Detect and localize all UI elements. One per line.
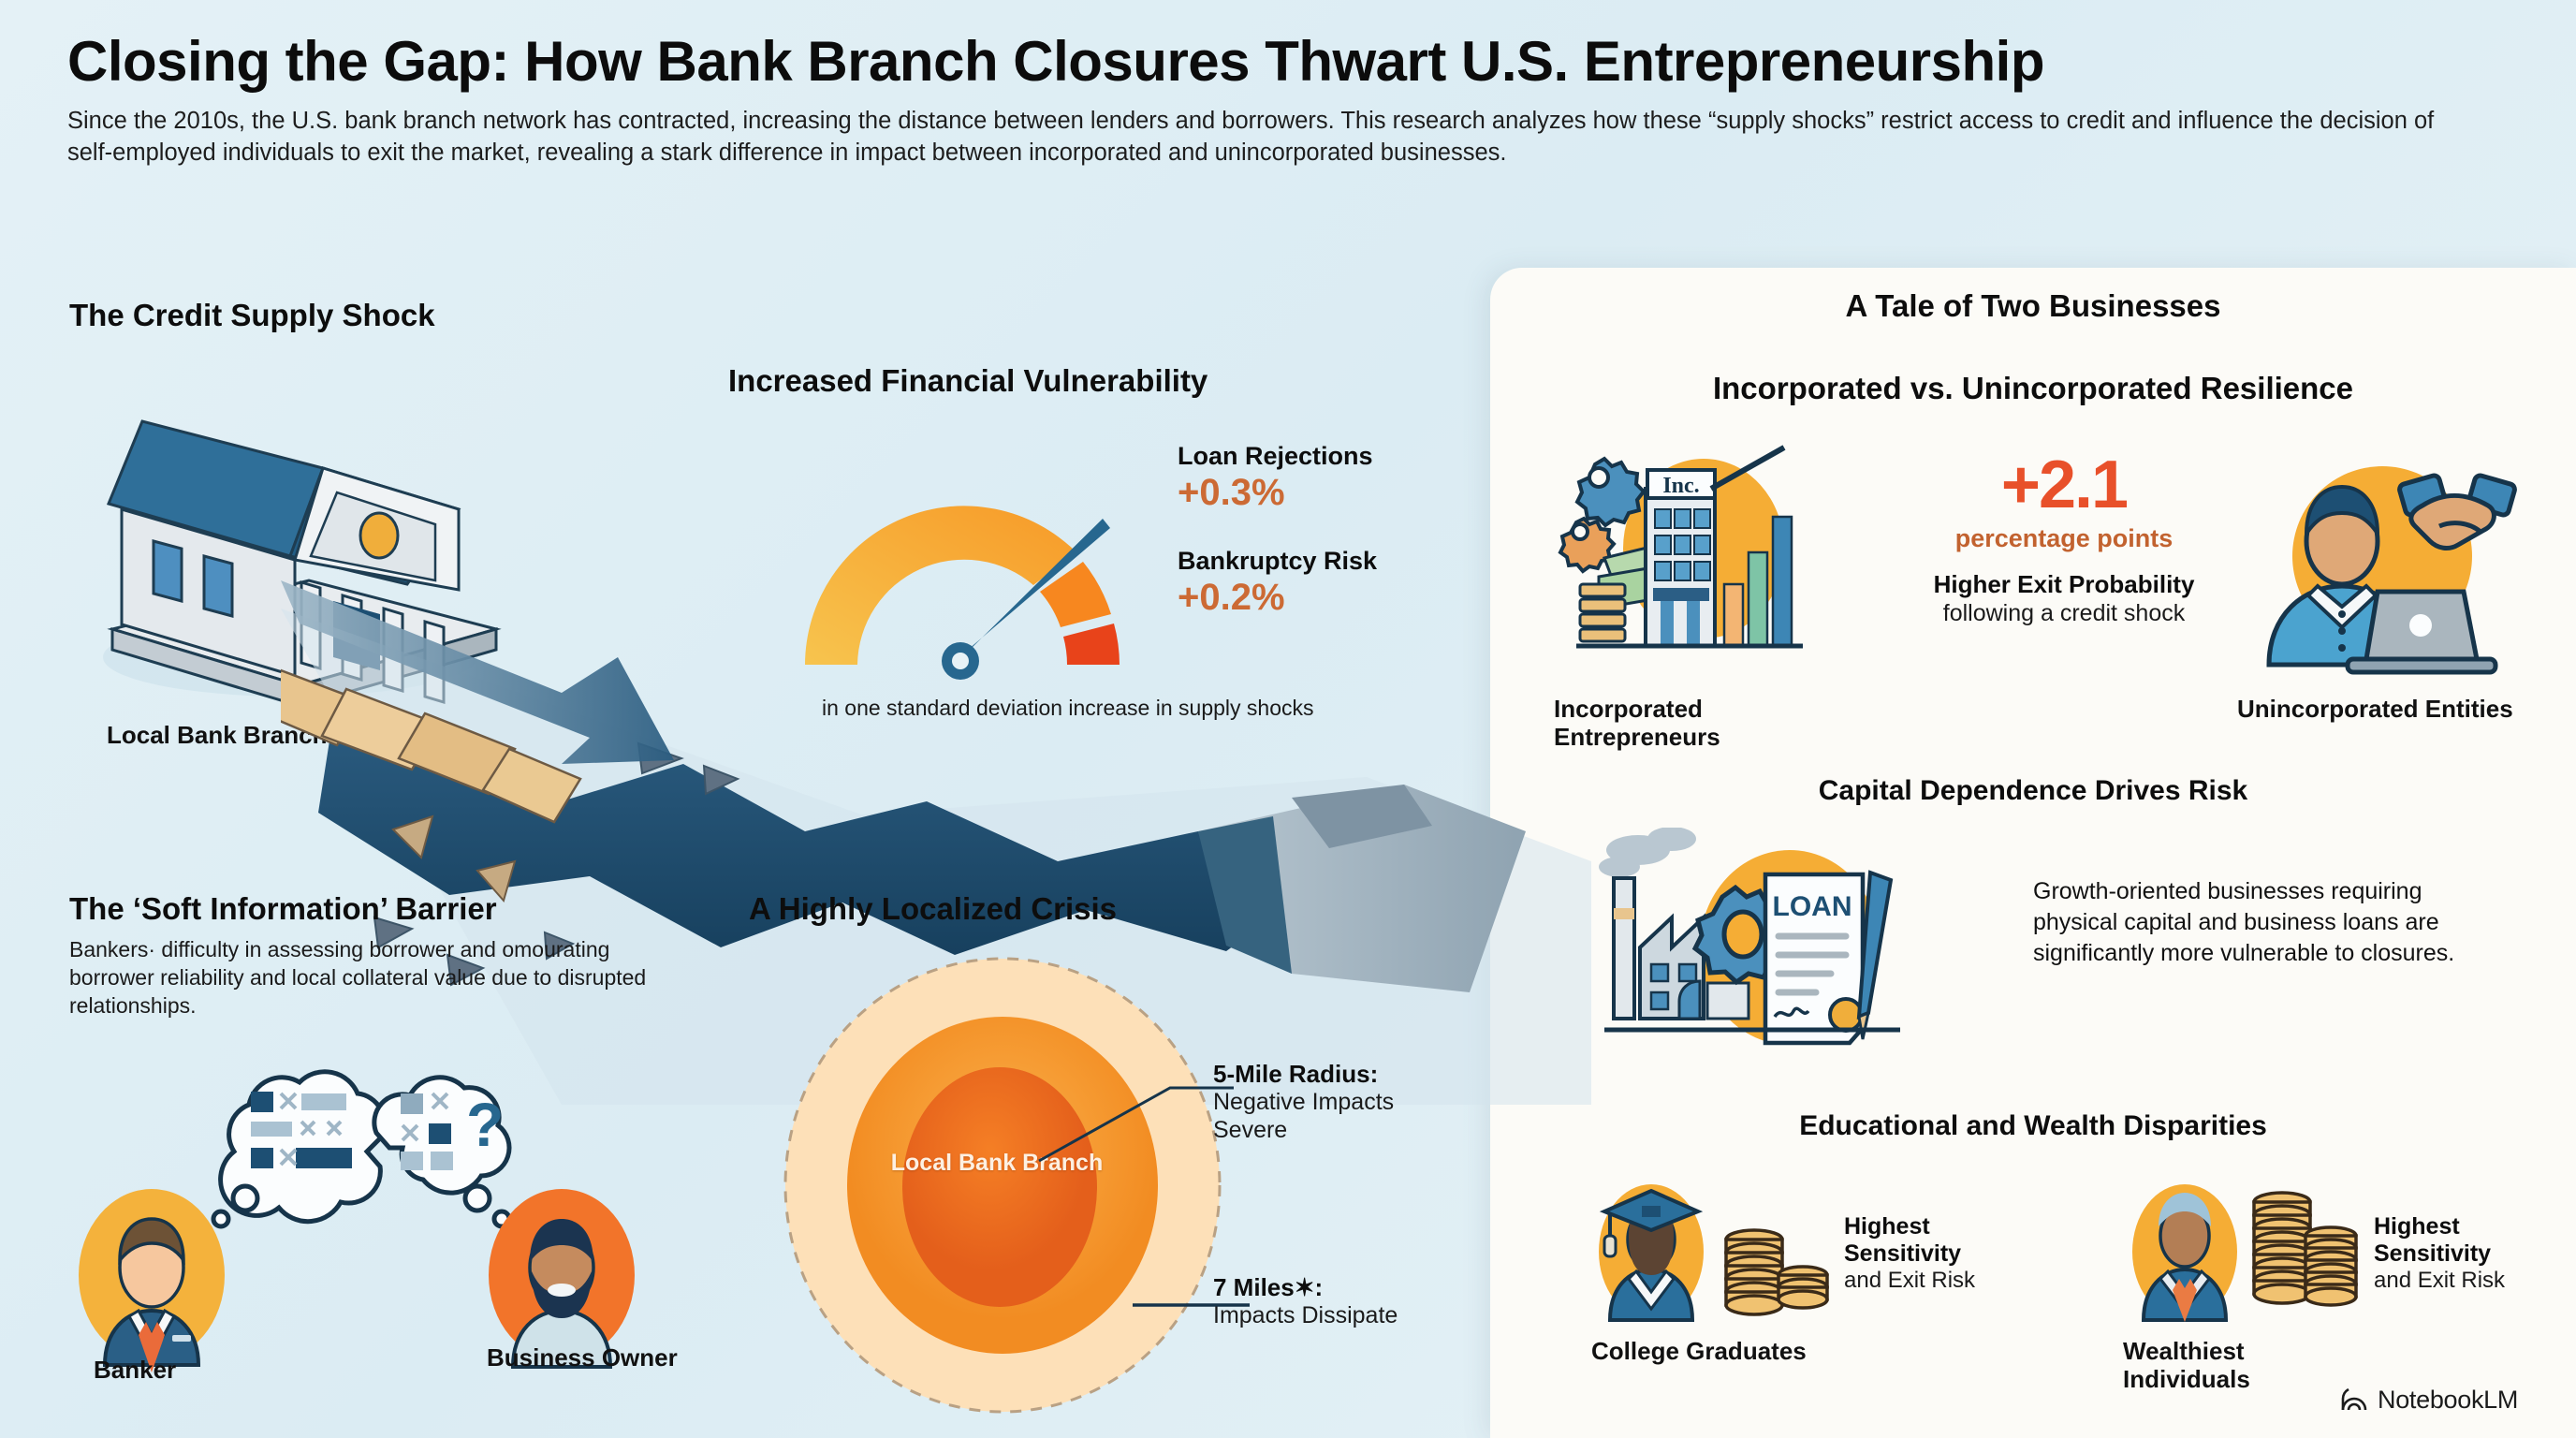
section-heading-tale-of-two-businesses: A Tale of Two Businesses [1845,288,2221,323]
label-wealthiest-individuals: Wealthiest Individuals [2123,1337,2250,1394]
label-banker: Banker [94,1356,177,1384]
wealthiest-individual-avatar-icon [2132,1184,2237,1322]
stat-bankruptcy-risk-value: +0.2% [1178,577,1285,618]
stat-bankruptcy-risk-label: Bankruptcy Risk [1178,547,1378,575]
notebooklm-watermark: NotebookLM [2340,1386,2518,1415]
notebooklm-watermark-text: NotebookLM [2378,1386,2519,1414]
bank-building-icon [103,419,502,709]
graduate-risk-note: Highest Sensitivity and Exit Risk [1844,1213,2031,1293]
soft-information-body: Bankers· difficulty in assessing borrowe… [69,937,647,1018]
section-heading-capital-dependence: Capital Dependence Drives Risk [1818,775,2248,806]
svg-text:?: ? [466,1090,504,1159]
incorporated-business-icon: Inc. [1558,445,1803,649]
callout-leader-lines [1038,1086,1250,1307]
exit-probability-stat: +2.1 percentage points Higher Exit Proba… [1910,451,2218,627]
callout-7-miles-body: Impacts Dissipate [1213,1302,1398,1328]
callout-7-miles-title: 7 Miles✶: [1213,1273,1324,1301]
callout-5-mile-radius: 5-Mile Radius: Negative Impacts Severe [1213,1060,1466,1144]
stat-loan-rejections-value: +0.3% [1178,472,1285,513]
graduate-risk-title: Highest Sensitivity [1844,1213,1962,1267]
exit-probability-unit: percentage points [1954,524,2174,552]
coin-stack-large-icon [2252,1191,2358,1307]
wealth-risk-title: Highest Sensitivity [2374,1213,2492,1267]
loan-document-label: LOAN [1773,891,1852,922]
vulnerability-gauge-icon [805,506,1120,680]
stat-bankruptcy-risk: Bankruptcy Risk +0.2% [1178,547,1377,617]
thought-bubbles-icon: ? [211,1069,512,1229]
capital-dependence-body: Growth-oriented businesses requiring phy… [2033,878,2455,966]
graduate-risk-sub: and Exit Risk [1844,1267,1976,1293]
label-ring-center: Local Bank Branch [890,1150,1104,1176]
unincorporated-business-icon [2266,466,2517,675]
section-heading-credit-supply-shock: The Credit Supply Shock [69,298,435,332]
exit-probability-subtext: following a credit shock [1942,600,2186,627]
label-college-graduates: College Graduates [1591,1337,1807,1365]
banker-avatar-icon [79,1189,225,1372]
page-title: Closing the Gap: How Bank Branch Closure… [67,30,2045,93]
page-subtitle: Since the 2010s, the U.S. bank branch ne… [67,108,2435,166]
section-heading-educational-wealth-disparities: Educational and Wealth Disparities [1799,1110,2267,1141]
callout-5-mile-title: 5-Mile Radius: [1213,1060,1379,1088]
label-incorporated-entrepreneurs: Incorporated Entrepreneurs [1554,695,1720,752]
business-owner-avatar-icon [489,1189,635,1369]
stat-loan-rejections: Loan Rejections +0.3% [1178,442,1373,512]
section-heading-financial-vulnerability: Increased Financial Vulnerability [728,363,1208,398]
section-heading-localized-crisis: A Highly Localized Crisis [749,891,1118,926]
label-unincorporated-entities: Unincorporated Entities [2237,695,2513,723]
section-heading-incorporated-vs-unincorporated: Incorporated vs. Unincorporated Resilien… [1712,371,2353,405]
callout-5-mile-body: Negative Impacts Severe [1213,1089,1395,1143]
callout-7-miles: 7 Miles✶: Impacts Dissipate [1213,1273,1485,1330]
label-business-owner: Business Owner [487,1343,678,1372]
label-local-bank-branch: Local Bank Branch [107,721,328,749]
loan-document-factory-icon: LOAN [1599,828,1900,1046]
college-graduate-avatar-icon [1599,1184,1704,1322]
section-heading-soft-information-barrier: The ‘Soft Information’ Barrier [69,891,497,926]
impact-radius-rings-diagram [783,957,1222,1414]
notebooklm-logo-icon [2341,1387,2367,1410]
inc-sign-text: Inc. [1662,474,1699,498]
wealth-risk-sub: and Exit Risk [2374,1267,2506,1293]
coin-stack-small-icon [1724,1228,1829,1316]
exit-probability-headline: Higher Exit Probability [1933,570,2195,598]
gauge-note: in one standard deviation increase in su… [822,696,1314,720]
stat-loan-rejections-label: Loan Rejections [1178,442,1373,470]
wealth-risk-note: Highest Sensitivity and Exit Risk [2374,1213,2561,1293]
header: Closing the Gap: How Bank Branch Closure… [67,32,2520,169]
exit-probability-value: +2.1 [2000,448,2129,522]
